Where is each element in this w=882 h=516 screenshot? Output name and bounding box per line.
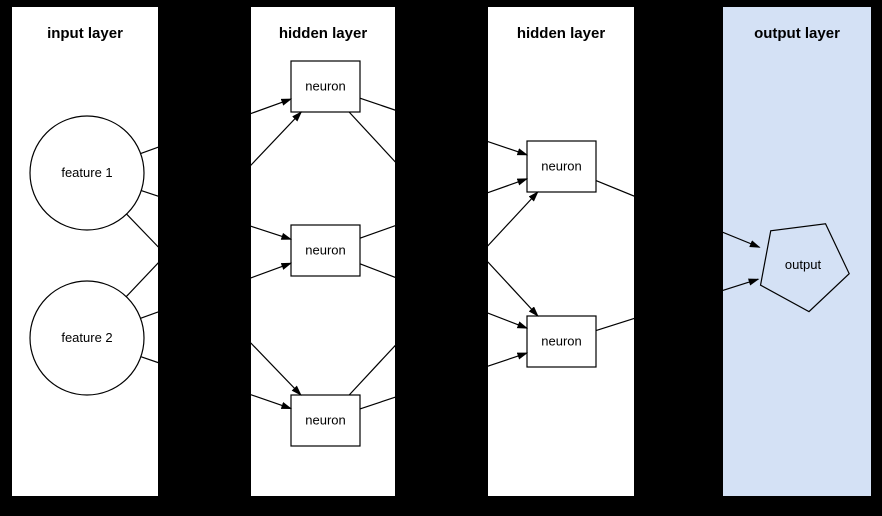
node-hidden1-2[interactable]: neuron <box>290 394 361 447</box>
connection-head <box>488 178 529 194</box>
connection-head <box>251 225 293 240</box>
connection-head <box>251 111 303 166</box>
node-label: neuron <box>541 334 581 349</box>
connection-hidden1-1-to-hidden2-0 <box>359 178 529 239</box>
connection-tail <box>595 180 634 197</box>
node-label: neuron <box>305 413 345 428</box>
node-label: feature 1 <box>61 165 112 180</box>
connection-head <box>488 312 529 329</box>
connection-hidden1-2-to-hidden2-0 <box>348 191 539 396</box>
connection-hidden1-0-to-hidden2-0 <box>359 97 529 156</box>
connection-hidden1-2-to-hidden2-1 <box>359 352 529 410</box>
pentagon-shape <box>759 223 850 313</box>
node-hidden2-1[interactable]: neuron <box>526 315 597 368</box>
node-hidden1-1[interactable]: neuron <box>290 224 361 277</box>
rect-shape <box>290 394 361 447</box>
connection-tail <box>359 396 395 410</box>
connection-input-0-to-hidden1-2 <box>126 213 302 396</box>
rect-shape <box>526 140 597 193</box>
layer-titles-group: input layer hidden layer hidden layer outpu… <box>47 25 840 42</box>
node-label: neuron <box>305 243 345 258</box>
node-label: feature 2 <box>61 330 112 345</box>
connection-head <box>251 98 293 115</box>
connection-hidden2-1-to-output-0 <box>595 278 760 332</box>
connection-head <box>251 394 293 410</box>
layer-column-hidden2 <box>488 7 634 496</box>
layer-column-hidden1 <box>251 7 395 496</box>
connection-hidden1-1-to-hidden2-1 <box>359 263 529 329</box>
connection-input-1-to-hidden1-0 <box>125 111 303 298</box>
connection-input-0-to-hidden1-1 <box>141 190 293 240</box>
connection-head <box>488 261 539 317</box>
connection-hidden1-0-to-hidden2-1 <box>348 111 539 317</box>
connection-tail <box>348 344 395 396</box>
circle-shape <box>29 115 145 231</box>
layer-column-input <box>12 7 158 496</box>
node-label: output <box>785 257 822 272</box>
node-label: neuron <box>541 159 581 174</box>
connection-tail <box>348 111 395 163</box>
layer-title-hidden1: hidden layer <box>279 25 368 42</box>
rect-shape <box>290 60 361 113</box>
connection-tail <box>595 317 634 332</box>
connection-tail <box>125 262 158 298</box>
layer-columns-group <box>12 7 871 496</box>
connection-tail <box>359 263 395 278</box>
layer-title-output: output layer <box>754 25 840 42</box>
connection-head <box>488 191 539 247</box>
connection-tail <box>359 225 395 239</box>
layer-title-hidden2: hidden layer <box>517 25 606 42</box>
connection-head <box>251 262 293 279</box>
rect-shape <box>290 224 361 277</box>
connection-tail <box>359 97 395 111</box>
circle-shape <box>29 280 145 396</box>
layer-title-input: input layer <box>47 25 123 42</box>
node-hidden2-0[interactable]: neuron <box>526 140 597 193</box>
node-label: neuron <box>305 79 345 94</box>
rect-shape <box>526 315 597 368</box>
node-hidden1-0[interactable]: neuron <box>290 60 361 113</box>
node-input-1[interactable]: feature 2 <box>29 280 145 396</box>
connection-head <box>251 342 302 396</box>
layer-column-output <box>723 7 871 496</box>
connection-input-1-to-hidden1-2 <box>140 356 293 410</box>
connection-tail <box>126 213 158 248</box>
node-input-0[interactable]: feature 1 <box>29 115 145 231</box>
connection-head <box>723 278 760 291</box>
connection-input-0-to-hidden1-0 <box>140 98 293 155</box>
nodes-group: feature 1 feature 2 neuron neuron neuron neur… <box>29 60 850 447</box>
connection-head <box>723 231 761 248</box>
connection-head <box>488 352 529 367</box>
connection-head <box>488 140 529 156</box>
connection-input-1-to-hidden1-1 <box>140 262 293 319</box>
node-output-0[interactable]: output <box>759 223 850 313</box>
connections-group <box>125 97 761 410</box>
connection-hidden2-0-to-output-0 <box>595 180 761 248</box>
